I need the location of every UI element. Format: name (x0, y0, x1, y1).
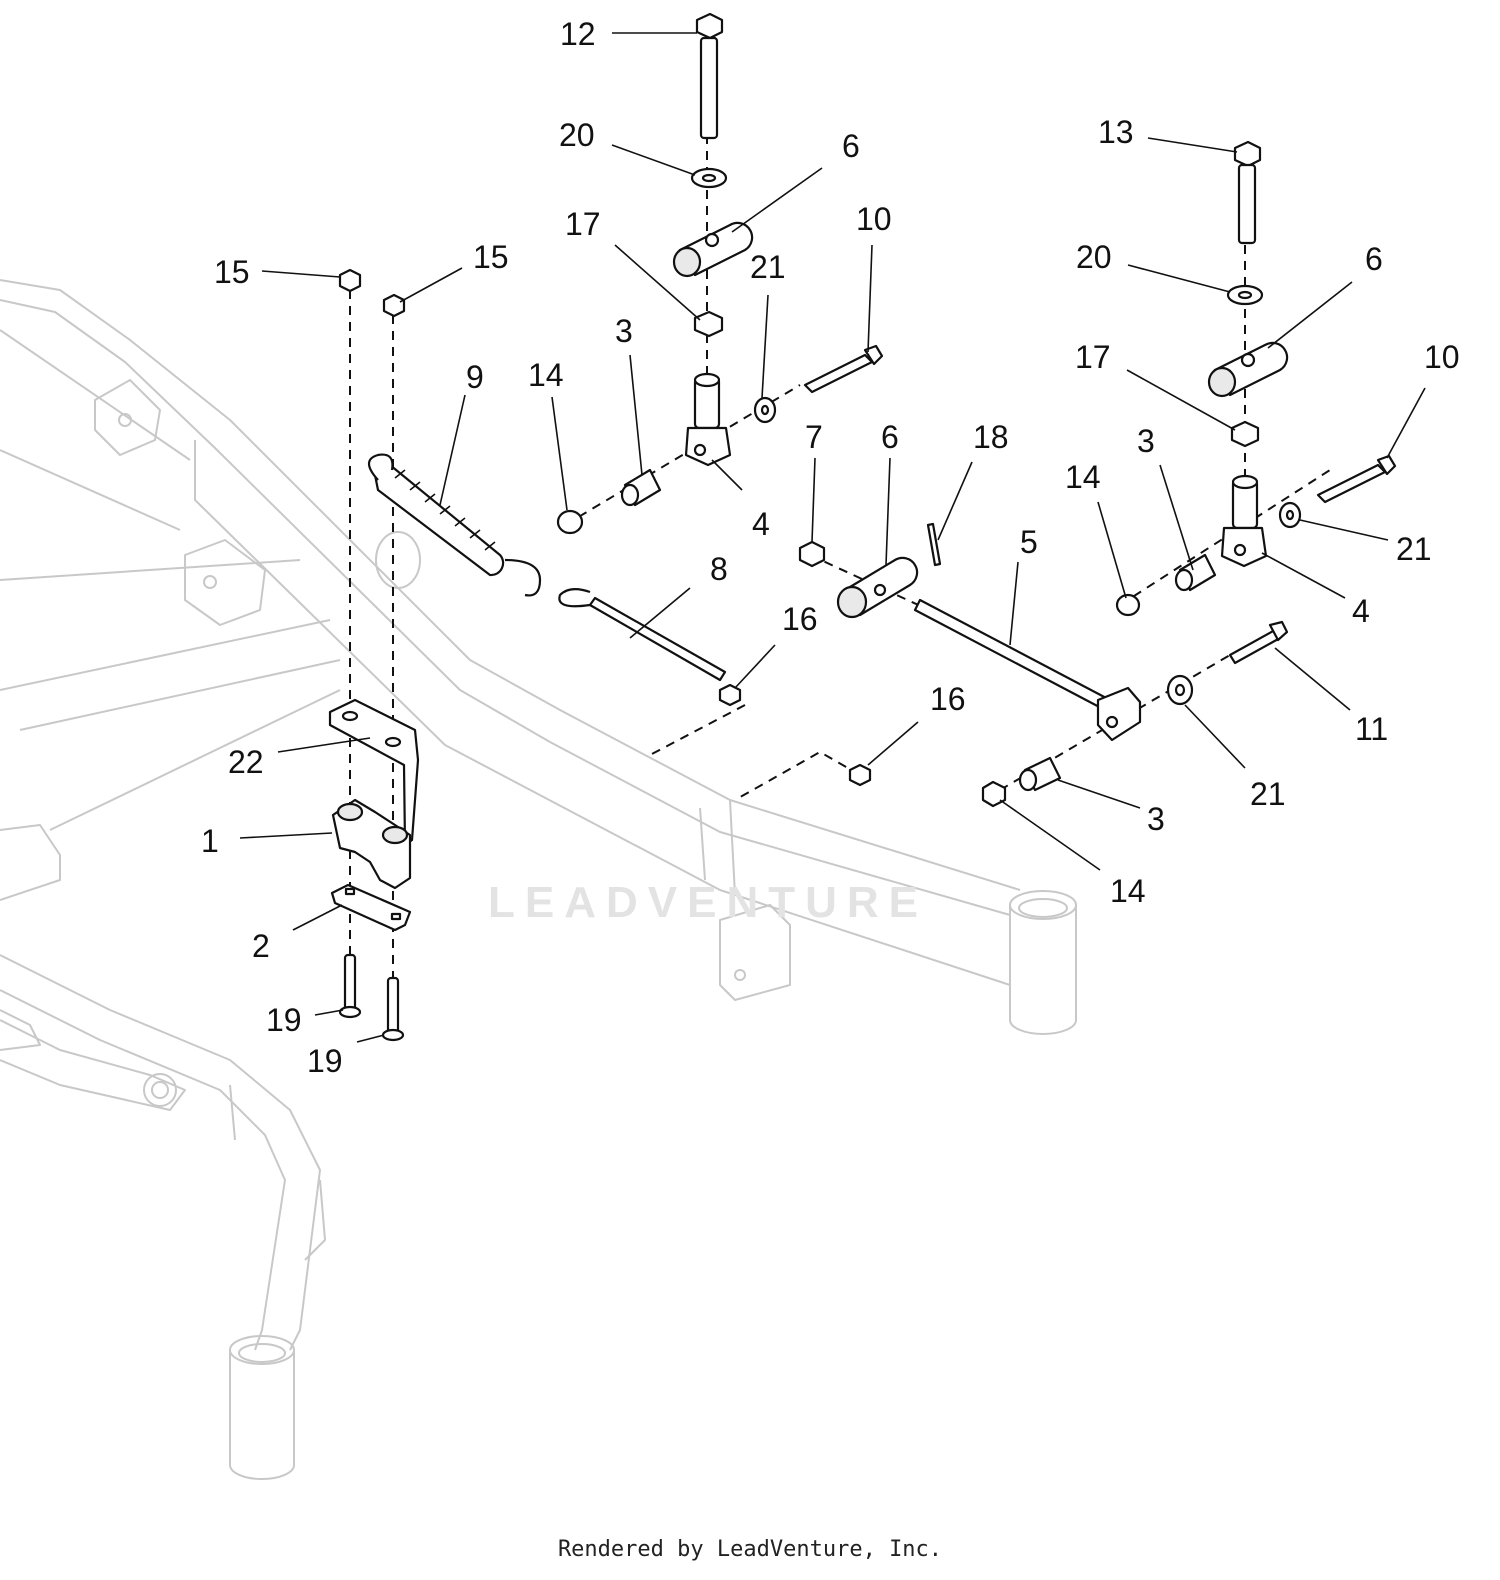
callout-1: 1 (201, 823, 219, 859)
callout-22: 22 (228, 744, 264, 780)
watermark-text: LEADVENTURE (488, 878, 929, 927)
callout-11: 11 (1355, 711, 1388, 747)
callout-6: 6 (1365, 241, 1383, 277)
leader-lines (239, 32, 1426, 1043)
callout-5: 5 (1020, 524, 1038, 560)
callout-6: 6 (881, 419, 899, 455)
callout-7: 7 (805, 419, 823, 455)
callout-19: 19 (266, 1002, 302, 1038)
callout-20: 20 (1076, 239, 1112, 275)
callout-6: 6 (842, 128, 860, 164)
callout-15: 15 (214, 254, 250, 290)
callout-17: 17 (1075, 339, 1111, 375)
parts (328, 12, 1397, 1042)
callout-3: 3 (615, 313, 633, 349)
callout-17: 17 (565, 206, 601, 242)
callout-14: 14 (1065, 459, 1101, 495)
callout-19: 19 (307, 1043, 343, 1079)
footer-credit: Rendered by LeadVenture, Inc. (557, 1537, 943, 1562)
mower-frame (0, 279, 1077, 1480)
callout-20: 20 (559, 117, 595, 153)
callout-16: 16 (930, 681, 966, 717)
callout-4: 4 (1352, 593, 1370, 629)
callout-12: 12 (560, 16, 596, 52)
callout-21: 21 (1250, 776, 1286, 812)
callout-3: 3 (1147, 801, 1165, 837)
callout-16: 16 (782, 601, 818, 637)
callout-4: 4 (752, 506, 770, 542)
callout-8: 8 (710, 551, 728, 587)
callout-10: 10 (856, 201, 892, 237)
callout-21: 21 (1396, 531, 1432, 567)
callout-3: 3 (1137, 423, 1155, 459)
callout-18: 18 (973, 419, 1009, 455)
callout-10: 10 (1424, 339, 1460, 375)
callout-14: 14 (1110, 873, 1146, 909)
callout-labels: 12 20 6 17 10 21 15 15 9 14 3 4 13 20 6 … (201, 16, 1460, 1079)
callout-14: 14 (528, 357, 564, 393)
callout-21: 21 (750, 249, 786, 285)
callout-13: 13 (1098, 114, 1134, 150)
callout-2: 2 (252, 928, 270, 964)
callout-9: 9 (466, 359, 484, 395)
callout-15: 15 (473, 239, 509, 275)
